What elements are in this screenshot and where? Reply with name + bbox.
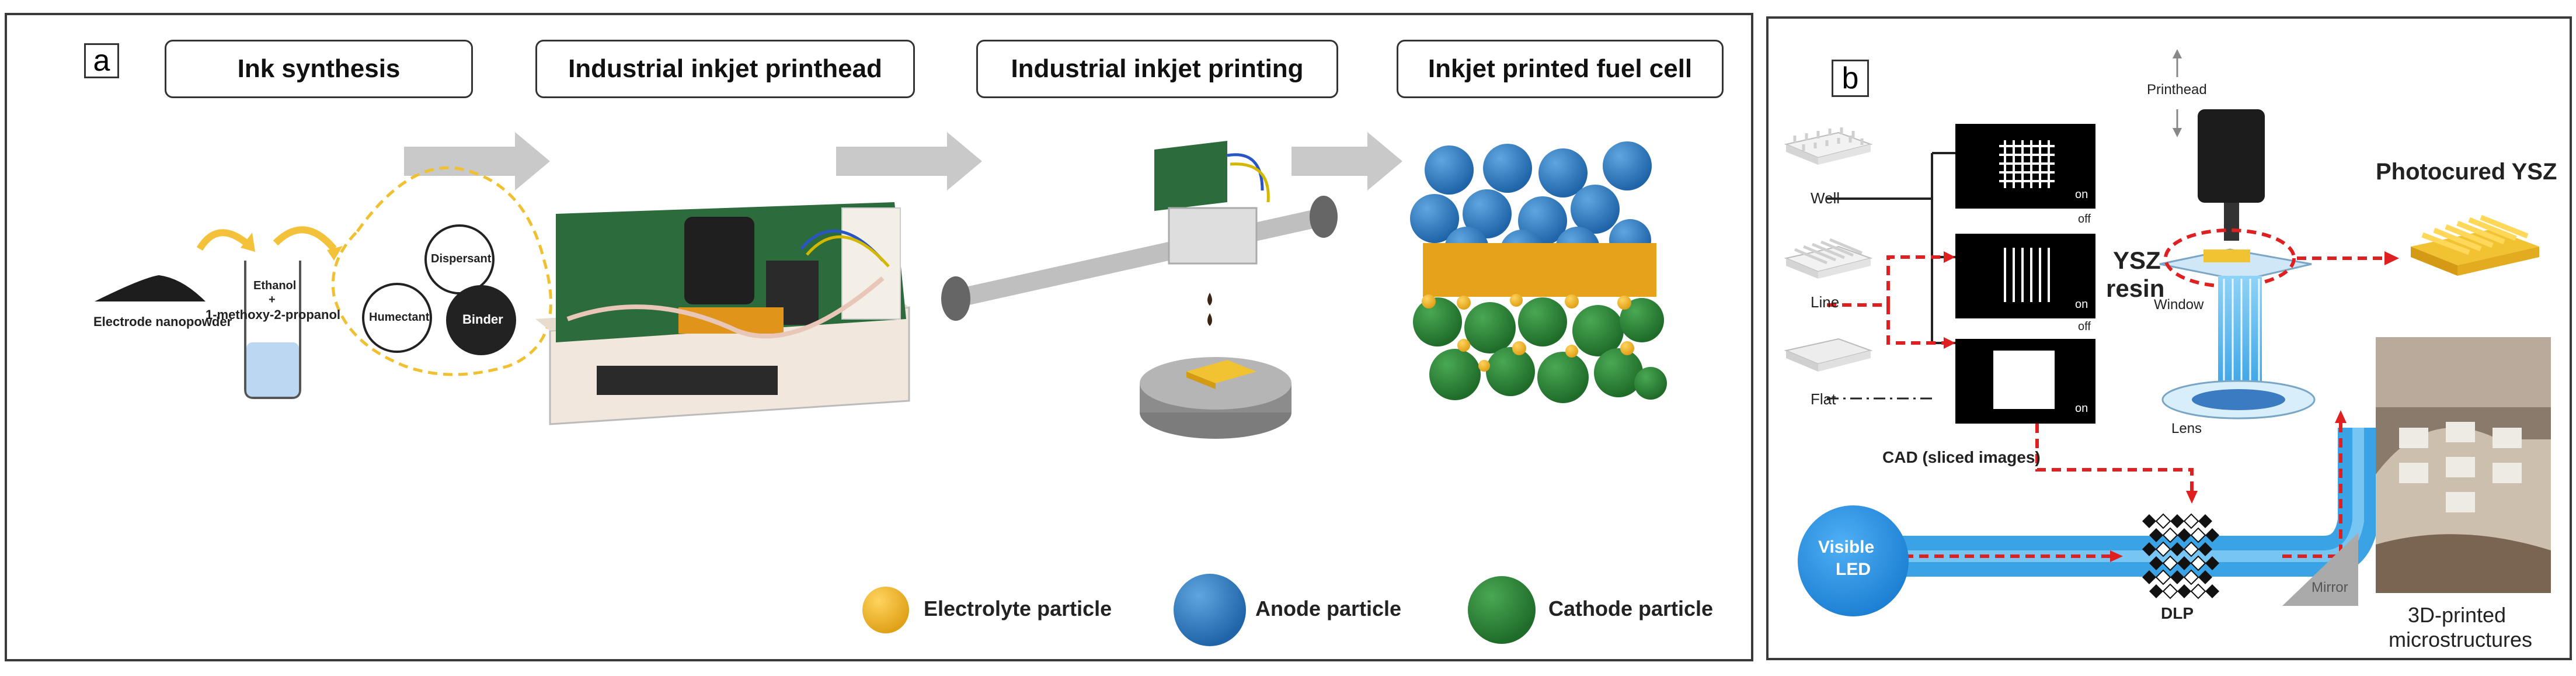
dlp-label: DLP [2161,604,2194,622]
printhead-label: Printhead [2147,82,2207,98]
additive-dashed-outline [331,166,552,376]
printhead-cylinder [2198,109,2265,203]
slice-flat-on: on [2075,402,2088,415]
visible-led [1798,505,1909,616]
legend-cathode-label: Cathode particle [1548,597,1714,620]
panel-a-graphics [95,132,1667,646]
fuel-cell-stack [1410,141,1667,403]
dlp-chip [2142,513,2220,599]
legend-cathode-swatch [1468,576,1536,644]
light-beam [1839,428,2379,577]
ysz-resin-label-line1: YSZ [2113,247,2161,274]
photo-caption-line1: 3D-printed [2408,603,2507,627]
photocured-ysz-part [2411,214,2539,276]
cad-well-thumb [1784,127,1873,165]
photocured-ysz-title: Photocured YSZ [2376,159,2557,185]
solvent-label-plus: + [269,293,276,306]
yellow-arrow-right [273,226,337,251]
nanopowder-pile [95,275,206,301]
slice-line-on: on [2075,298,2088,311]
electrolyte-layer [1423,243,1656,297]
cad-flat-label: Flat [1811,390,1836,408]
slice-well-on: on [2075,188,2088,201]
slice-well [1955,124,2095,209]
cad-line-thumb [1784,238,1873,279]
panel-b-tag: b [1832,60,1869,97]
legend-anode-swatch [1174,574,1246,646]
process-arrow-1 [404,132,550,190]
printed-photo [2376,337,2551,593]
cad-caption: CAD (sliced images) [1882,448,2041,466]
beaker-liquid [246,342,299,397]
cad-flat-thumb [1784,338,1873,372]
mirror-label: Mirror [2312,580,2348,595]
binder-circle [446,285,516,355]
beam-column [2218,276,2262,393]
lens-label: Lens [2171,421,2202,436]
cad-well-label: Well [1811,189,1840,207]
step-ink-synthesis: Ink synthesis [165,40,473,98]
printing-rig [941,141,1338,439]
additive-dispersant-label: Dispersant [431,252,492,265]
panel-b-graphics [1784,49,2551,616]
step-industrial-inkjet-printing: Industrial inkjet printing [976,40,1338,98]
printhead-board [535,202,910,425]
solvent-label-line1: Ethanol [253,279,297,292]
legend-anode-label: Anode particle [1255,597,1402,620]
slice-line-off: off [2078,320,2091,333]
led-label-line2: LED [1836,560,1871,579]
legend-electrolyte-swatch [862,587,909,633]
resin-highlight [2164,228,2296,288]
panel-a: a Ink synthesis Industrial inkjet printh… [5,13,1753,661]
additive-binder-label: Binder [462,312,503,327]
panel-a-tag: a [84,43,119,78]
mirror [2282,533,2358,606]
step-inkjet-printed-fuel-cell: Inkjet printed fuel cell [1397,40,1724,98]
slice-well-off: off [2078,213,2091,226]
yellow-arrow-left [196,229,249,251]
led-label-line1: Visible [1818,538,1875,557]
slice-line [1955,234,2095,318]
humectant-circle [362,283,432,353]
process-arrow-3 [1292,132,1402,190]
additive-humectant-label: Humectant [369,311,430,324]
legend-electrolyte-label: Electrolyte particle [924,597,1112,620]
electrode-nanopowder-label: Electrode nanopowder [93,314,232,329]
solvent-label-line2: 1-methoxy-2-propanol [206,307,341,322]
window-label: Window [2154,297,2204,313]
panel-b: b Well Line Flat on off on off on CAD (s… [1766,16,2572,660]
step-industrial-inkjet-printhead: Industrial inkjet printhead [535,40,915,98]
photo-caption-line2: microstructures [2389,628,2533,651]
process-arrow-2 [836,132,982,190]
cad-line-label: Line [1811,293,1840,311]
ysz-resin-label-line2: resin [2106,275,2165,302]
